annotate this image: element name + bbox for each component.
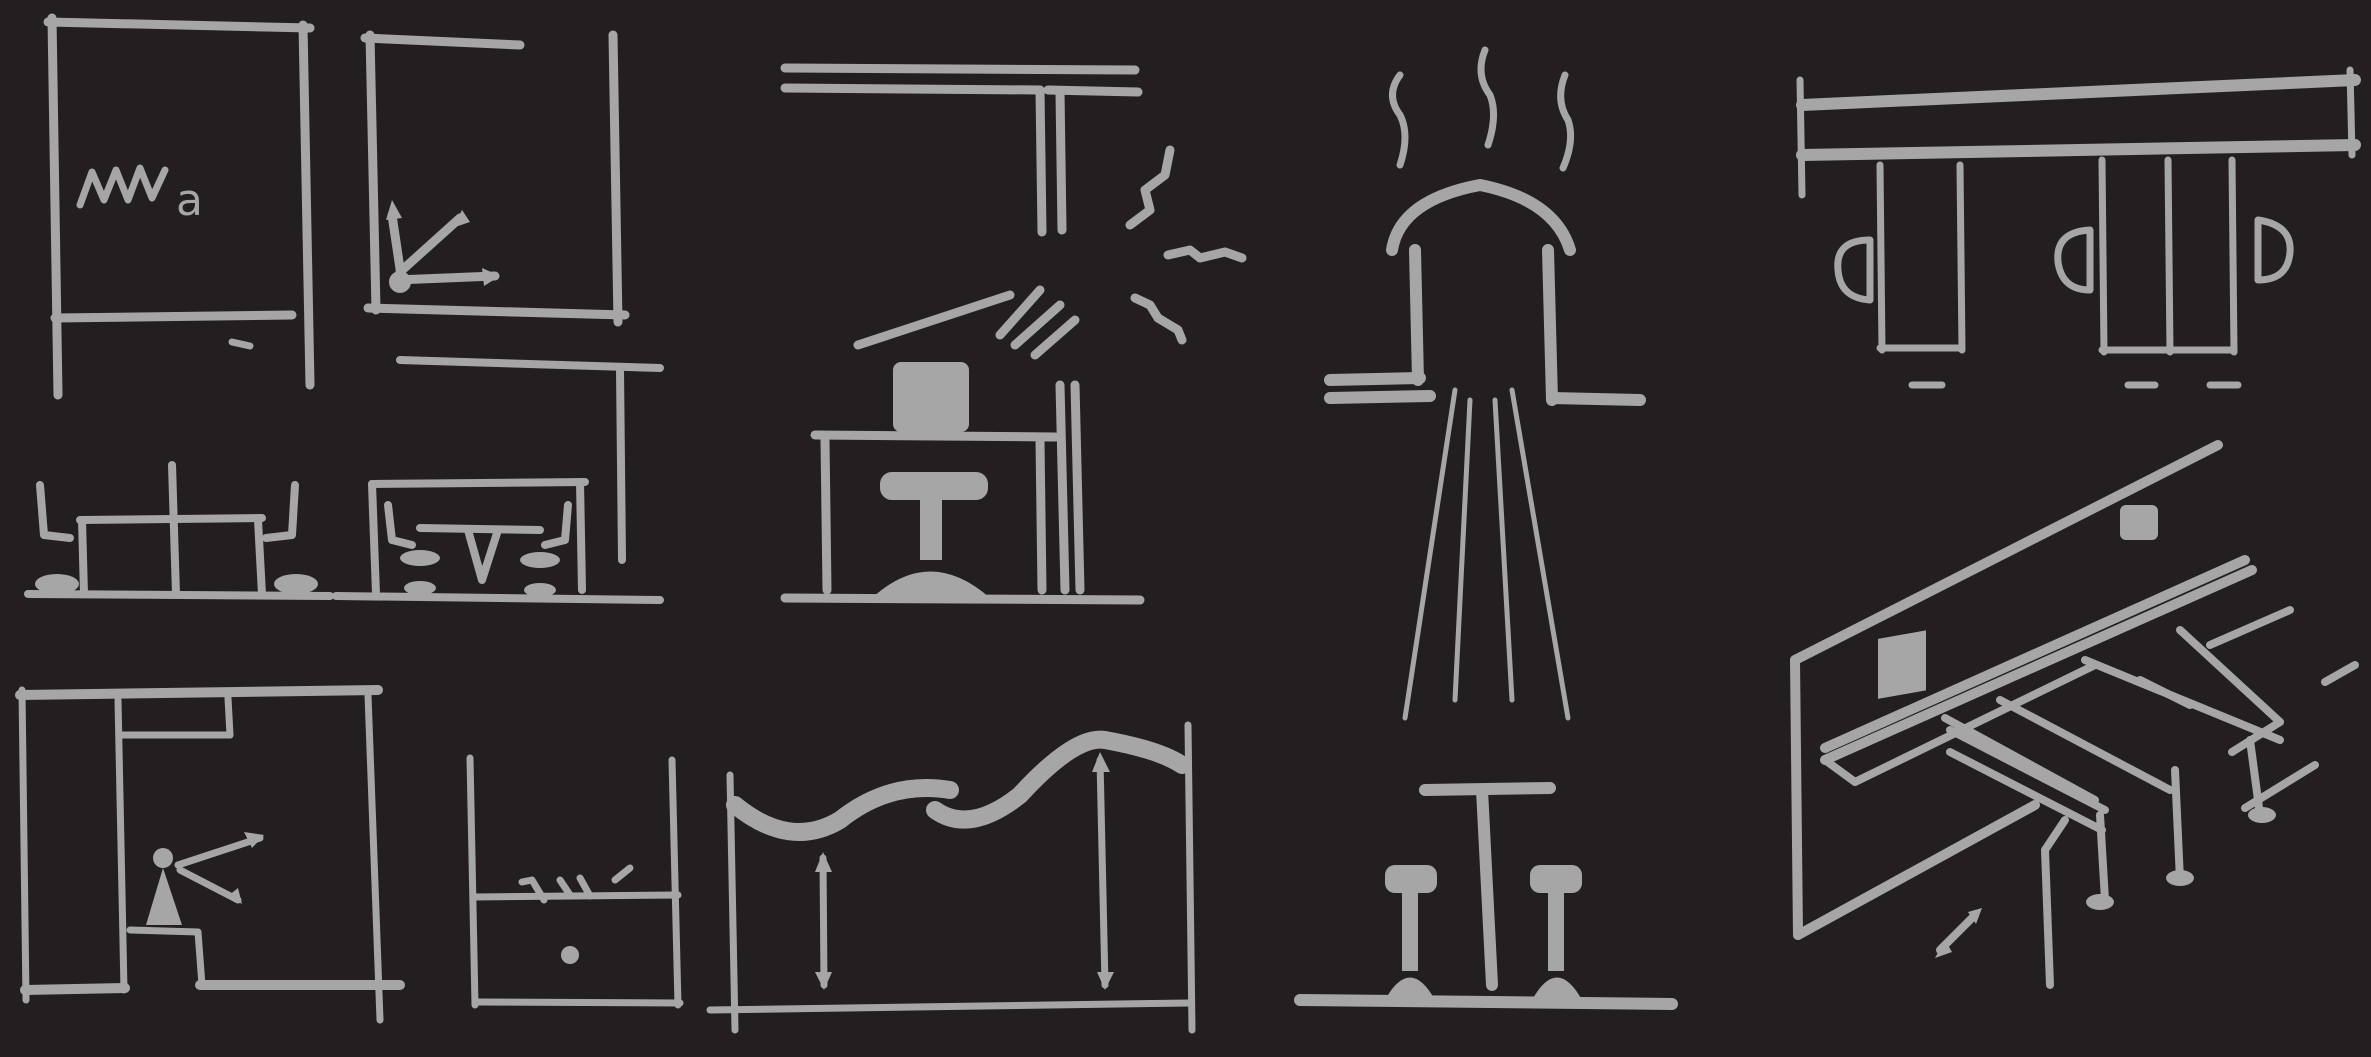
sketch-room-volumes <box>470 725 1192 1030</box>
svg-text:a: a <box>176 175 203 226</box>
sketch-wall-panels: Wa α a <box>48 18 625 395</box>
sketch-daylit-desk <box>785 68 1242 600</box>
sketch-ceiling-light-bar-seating <box>1300 50 1672 1004</box>
sketch-dining-booths <box>28 360 660 600</box>
sketch-cubicle-corner <box>20 690 400 1020</box>
sketch-partition-plan <box>1800 70 2355 385</box>
sketch-isometric-workstation <box>1795 445 2355 985</box>
annotation-alpha: α <box>235 333 252 363</box>
annotation-wa: Wa <box>86 207 88 209</box>
